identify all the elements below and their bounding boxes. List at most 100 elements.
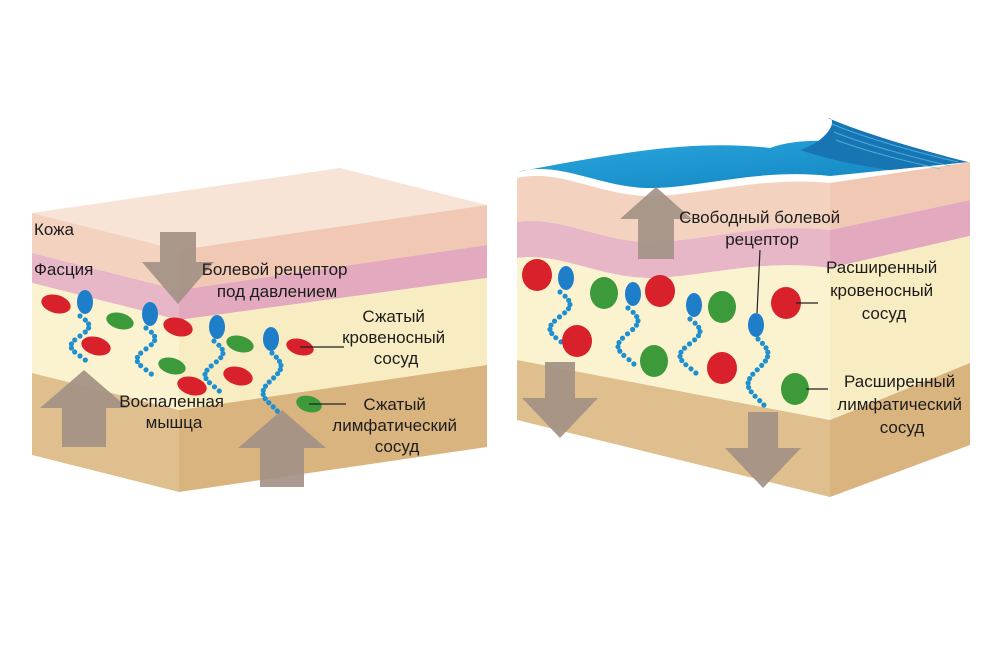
nerve-fiber-dot xyxy=(616,339,622,346)
right-side-skin xyxy=(830,162,970,230)
nerve-fiber-dot xyxy=(143,346,149,352)
nerve-fiber-dot xyxy=(746,384,752,390)
nerve-fiber-dot xyxy=(619,335,626,341)
nerve-fiber-dot xyxy=(266,379,272,385)
left-fascia-label: Фасция xyxy=(34,260,93,279)
right-side-fat xyxy=(830,236,970,420)
right-blood-vessel-label: Расширенный кровеносный сосуд xyxy=(826,258,942,323)
left-down-arrow xyxy=(142,232,214,304)
nerve-fiber-dot xyxy=(695,333,702,339)
nerve-fiber-dot xyxy=(219,346,225,352)
left-blood-cell xyxy=(81,336,111,356)
nerve-fiber-dot xyxy=(683,362,689,368)
left-blood-cell xyxy=(41,294,71,314)
nerve-fiber-dot xyxy=(202,371,208,377)
nerve-fiber-dot xyxy=(72,337,78,343)
nerve-fiber-dot xyxy=(754,367,760,373)
right-side-muscle xyxy=(830,363,970,497)
nerve-fiber-dot xyxy=(143,367,149,373)
nerve-fiber-dot xyxy=(148,329,154,335)
nerve-fiber-dot xyxy=(621,352,627,358)
kinesio-tape xyxy=(517,118,968,188)
nerve-fiber-dot xyxy=(556,314,563,320)
nerve-fiber-dot xyxy=(617,348,623,354)
right-blood-cell xyxy=(645,275,675,307)
nerve-fiber-dot xyxy=(677,353,683,359)
left-up-arrow-2 xyxy=(238,410,326,487)
nerve-fiber-dot xyxy=(681,345,688,351)
nerve-fiber-dot xyxy=(761,402,767,408)
left-side-muscle xyxy=(179,365,487,492)
nerve-fiber-dot xyxy=(549,330,555,337)
nerve-fiber-dot xyxy=(548,322,554,328)
nerve-fiber-dot xyxy=(211,384,218,390)
nerve-fiber-dot xyxy=(216,388,222,394)
nerve-fiber-dot xyxy=(750,371,756,377)
nerve-fiber-dot xyxy=(626,357,632,363)
nerve-fiber-dot xyxy=(687,316,693,322)
nerve-fiber-dot xyxy=(68,345,74,351)
nerve-fiber-dot xyxy=(748,389,754,395)
left-top-face xyxy=(32,168,487,250)
nerve-fiber-dot xyxy=(211,338,217,344)
nerve-fiber-dot xyxy=(82,357,88,363)
nerve-fiber-dot xyxy=(625,305,631,311)
left-lymph-cell xyxy=(158,357,186,375)
nerve-fiber-dot xyxy=(77,313,83,319)
nerve-fiber-dot xyxy=(148,371,154,377)
nerve-fiber-dot xyxy=(204,367,210,373)
left-blood-cells xyxy=(41,294,314,396)
nerve-fiber-dot xyxy=(72,349,78,355)
right-blood-cell xyxy=(771,287,801,319)
nerve-fiber-dot xyxy=(630,326,636,333)
nerve-fiber-dot xyxy=(566,297,572,303)
left-lymph-vessel-label: Сжатый лимфатический сосуд xyxy=(332,395,461,456)
nerve-fiber-dot xyxy=(273,354,279,360)
right-receptor-1 xyxy=(558,266,574,290)
right-receptor-4 xyxy=(748,313,764,337)
nerve-fiber-dot xyxy=(551,318,558,324)
left-side-fat xyxy=(179,278,487,410)
nerve-fiber-dot xyxy=(275,371,281,377)
nerve-fiber-dot xyxy=(567,301,573,308)
right-lymph-cell xyxy=(590,277,618,309)
nerve-fiber-dot xyxy=(688,366,694,372)
nerve-fiber-dot xyxy=(138,363,144,369)
nerve-fiber-dot xyxy=(692,337,698,343)
nerve-fiber-dot xyxy=(752,393,758,399)
left-nerve-chains xyxy=(68,290,284,414)
nerve-fiber-dot xyxy=(206,380,213,386)
nerve-fiber-dot xyxy=(271,375,277,381)
nerve-fiber-dot xyxy=(220,350,226,357)
right-side-fascia xyxy=(830,200,970,268)
right-lymph-vessel-label: Расширенный лимфатический сосуд xyxy=(837,372,966,437)
nerve-fiber-dot xyxy=(765,349,771,355)
nerve-fiber-dot xyxy=(755,336,761,342)
right-receptor-2 xyxy=(625,282,641,306)
nerve-fiber-dot xyxy=(697,328,703,335)
nerve-fiber-dot xyxy=(218,355,224,361)
nerve-fiber-dot xyxy=(138,350,144,356)
left-side-skin xyxy=(179,205,487,290)
right-lymph-cells xyxy=(590,277,809,405)
nerve-fiber-dot xyxy=(747,376,753,382)
nerve-fiber-dot xyxy=(633,322,640,328)
nerve-fiber-dot xyxy=(208,363,214,369)
nerve-fiber-dot xyxy=(77,333,83,339)
nerve-fiber-dot xyxy=(276,358,283,364)
nerve-fiber-dot xyxy=(765,354,771,360)
nerve-fiber-dot xyxy=(134,354,140,360)
nerve-fiber-dot xyxy=(86,321,92,327)
nerve-fiber-dot xyxy=(152,333,158,339)
left-blood-cell xyxy=(177,376,207,396)
nerve-fiber-dot xyxy=(152,337,158,344)
nerve-fiber-dot xyxy=(745,380,751,386)
right-blood-cell xyxy=(707,352,737,384)
nerve-fiber-dot xyxy=(631,361,637,367)
left-blood-cell xyxy=(223,366,253,386)
nerve-fiber-dot xyxy=(624,331,631,337)
nerve-fiber-dot xyxy=(696,324,702,330)
left-skin-label: Кожа xyxy=(34,220,75,239)
nerve-fiber-dot xyxy=(269,350,275,356)
nerve-fiber-dot xyxy=(547,326,553,332)
